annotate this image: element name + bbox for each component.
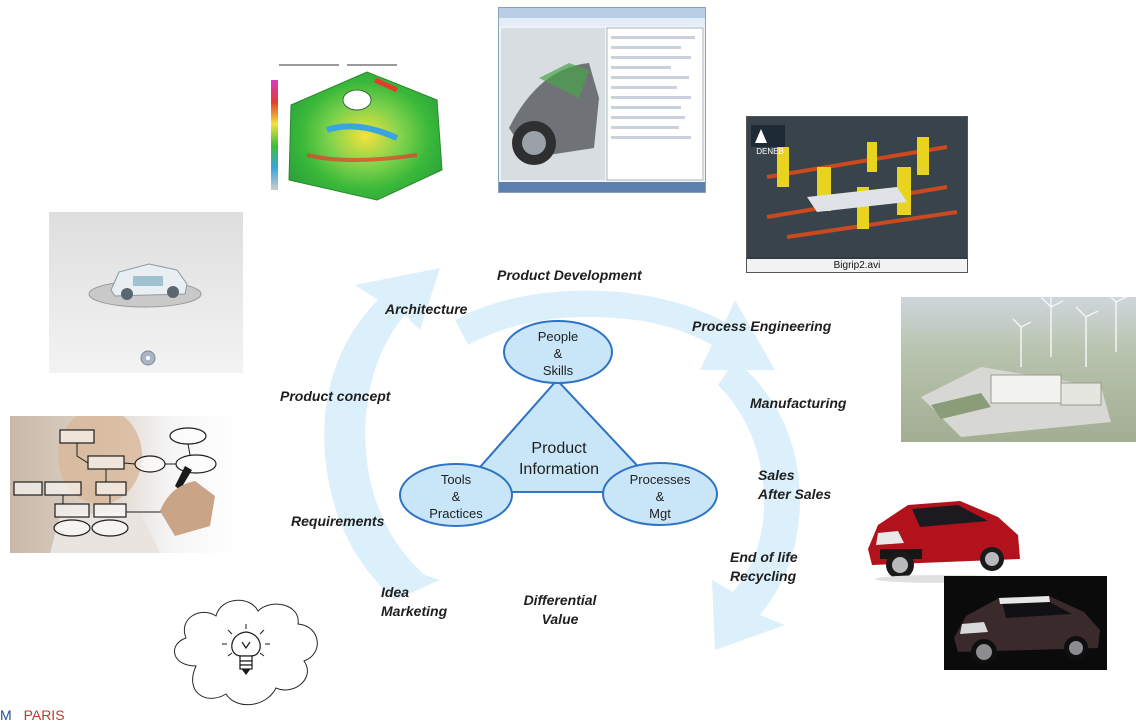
red-car-image [868,501,1020,583]
robot-video-caption: Bigrip2.avi [747,259,967,272]
tools-node [399,463,513,527]
center-subtitle: Information [518,461,600,478]
factory-aerial-image [901,297,1136,442]
people-node [503,320,613,384]
stage-idea-marketing: Idea Marketing [381,584,448,619]
stage-sales: Sales After Sales [758,467,832,502]
stage-end-of-life: End of life Recycling [730,549,798,584]
stage-architecture: Architecture [385,301,468,317]
stage-requirements: Requirements [291,513,385,529]
processes-node [602,462,718,526]
center-label: Product Information [500,438,618,480]
arrow-right-arc [712,360,800,650]
car-3d-viewer-image [49,212,243,373]
arrow-top-arc [455,290,775,370]
deneb-logo: DENEB [756,147,784,156]
center-title: Product [531,440,587,457]
footer-city: PARIS [23,707,65,723]
stage-product-concept: Product concept [280,388,391,404]
idea-lightbulb-cloud-image [174,599,318,706]
fea-simulation-image [267,60,447,215]
footer-prefix: M [0,707,12,723]
arrow-left-arc [324,268,440,600]
robot-line-simulation-image: DENEB Bigrip2.avi [746,116,968,273]
person-drawing-flowchart-image [10,416,236,553]
stage-process-engineering: Process Engineering [692,318,832,334]
footer-label: M PARIS [0,707,65,723]
center-triangle [455,378,665,493]
tools-node-label: Tools & Practices [429,472,483,521]
stage-manufacturing: Manufacturing [750,395,847,411]
dark-car-image [944,576,1107,670]
people-node-label: People & Skills [537,329,579,378]
stage-differential-value: Differential Value [523,592,597,627]
cad-configurator-window-image [498,7,706,193]
processes-node-label: Processes & Mgt [629,472,691,521]
cycle-arrows [324,268,800,650]
stage-product-development: Product Development [497,267,642,283]
